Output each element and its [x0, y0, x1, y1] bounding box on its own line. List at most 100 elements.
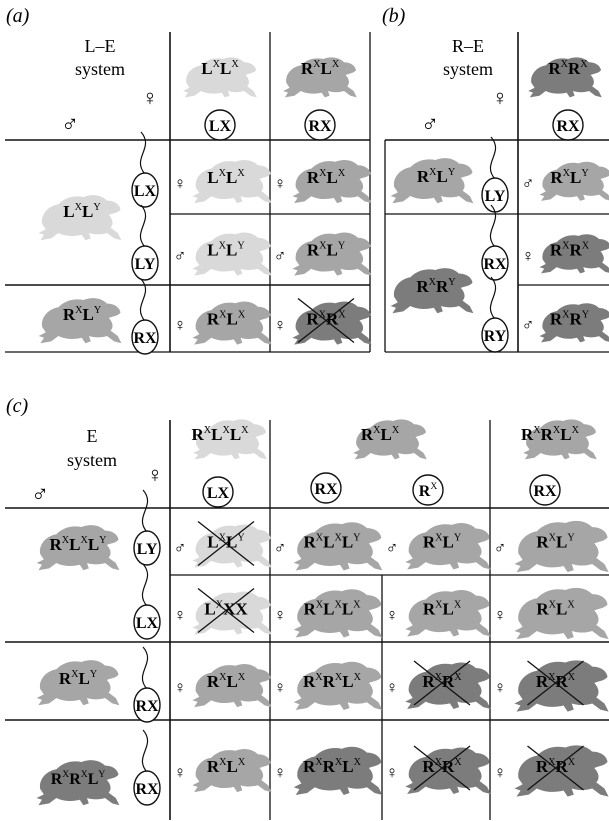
panel-a-male-gamete-0a-head — [131, 172, 159, 208]
panel-c-cell-1-3-sex: ♀ — [494, 606, 507, 625]
panel-a-male-gamete-0b-tail — [139, 204, 147, 248]
panel-c-male-genotype-2: RX​RX​LY​ — [51, 769, 106, 788]
panel-c-female-symbol: ♀ — [147, 462, 164, 487]
panel-c-male-symbol: ♂ — [31, 482, 49, 508]
panel-a-male-gamete-1-tail — [139, 278, 147, 322]
panel-a-cell-2-1-sex: ♀ — [274, 316, 287, 335]
panel-c-title-line2: system — [67, 450, 117, 470]
panel-c-female-genotype-0: RX​LX​LX​ — [191, 425, 249, 444]
panel-b-female-gamete-0-circle — [552, 109, 584, 141]
panel-a-cell-1-1-genotype: RX​LY​ — [307, 241, 346, 260]
panel-c-male-gamete-2-head — [133, 770, 161, 806]
panel-b-male-gamete-0-label: LY — [485, 188, 506, 205]
panel-c-female-gamete-1b-circle — [412, 474, 444, 506]
panel-b-male-frog-0 — [390, 158, 474, 204]
panel-b-cell-1-0-sex: ♀ — [522, 247, 535, 266]
panel-a-cell-2-0-genotype: RX​LX​ — [207, 310, 246, 329]
panel-a-female-gamete-1-label: RX — [308, 118, 332, 135]
panel-c-cell-1-1-genotype: RX​LX​LX​ — [303, 600, 361, 619]
panel-c-male-gamete-0b-label: LX — [136, 615, 159, 632]
panel-c-male-gamete-0a-tail — [141, 489, 149, 533]
panel-c-cell-0-2-genotype: RX​LY​ — [423, 533, 462, 552]
panel-c-cell-1-0-lethal-cross — [197, 587, 255, 634]
panel-c-cell-1-3-genotype: RX​LX​ — [536, 600, 575, 619]
panel-c-cell-1-1-sex: ♀ — [274, 606, 287, 625]
panel-b-cell-1-0-genotype: RX​RX​ — [550, 241, 590, 260]
panel-b-male-gamete-0-tail — [489, 136, 497, 180]
panel-a-cell-1-1-sex: ♂ — [274, 247, 287, 266]
panel-b-male-gamete-1a-tail — [489, 204, 497, 248]
panel-b-cell-0-0-sex: ♂ — [522, 174, 535, 193]
panel-c-cell-3-1-genotype: RX​RX​LX​ — [303, 757, 362, 776]
panel-b-male-gamete-1a-label: RX — [483, 256, 507, 273]
panel-b-male-symbol: ♂ — [421, 112, 439, 138]
panel-c-cell-1-2-sex: ♀ — [386, 606, 399, 625]
panel-a-male-gamete-1-head — [131, 319, 159, 355]
panel-c-title-line1: E — [87, 426, 98, 446]
panel-b-male-gamete-1a-head — [481, 245, 509, 281]
panel-a-female-symbol: ♀ — [142, 85, 159, 110]
panel-c-male-gamete-1-head — [133, 687, 161, 723]
panel-c-female-genotype-1: RX​LX​ — [361, 425, 400, 444]
panel-c-female-genotype-2: RX​RX​LX​ — [521, 425, 580, 444]
panel-c-cell-0-2-sex: ♂ — [386, 539, 399, 558]
panel-c-cell-2-3-genotype: RX​RX​ — [536, 672, 576, 691]
panel-a-male-gamete-0b-label: LY — [135, 256, 156, 273]
panel-b-male-gamete-1b-label: RY — [484, 328, 507, 345]
panel-c-cell-0-3-genotype: RX​LY​ — [536, 533, 575, 552]
panel-b-cell-0-0-genotype: RX​LY​ — [550, 168, 589, 187]
panel-c-cell-3-0-genotype: RX​LX​ — [207, 757, 246, 776]
panel-c-cell-0-1-sex: ♂ — [274, 539, 287, 558]
panel-c-female-gamete-2-label: RX — [533, 483, 557, 500]
panel-a-male-gamete-0b-head — [131, 245, 159, 281]
panel-a-female-gamete-1-circle — [304, 109, 336, 141]
panel-c-cell-2-2-sex: ♀ — [386, 678, 399, 697]
panel-c-cell-0-0-sex: ♂ — [174, 539, 187, 558]
panel-a-cell-1-0-sex: ♂ — [174, 247, 187, 266]
panel-b-male-gamete-1b-tail — [489, 276, 497, 320]
panel-a-cell-2-0-sex: ♀ — [174, 316, 187, 335]
panel-c-male-gamete-0b-head — [133, 604, 161, 640]
panel-c-cell-0-1-genotype: RX​LX​LY​ — [303, 533, 361, 552]
panel-b-cell-2-0-sex: ♂ — [522, 316, 535, 335]
panel-c-cell-3-2-lethal-cross — [413, 745, 471, 791]
panel-a-male-genotype-1: RX​LY​ — [63, 305, 102, 324]
panel-c-male-gamete-1-tail — [141, 646, 149, 690]
panel-a-title-line1: L–E — [85, 36, 116, 56]
panel-a-cell-1-0-genotype: LX​LY​ — [207, 241, 245, 260]
panel-c-male-genotype-0: RX​LX​LY​ — [49, 535, 107, 554]
panel-b-male-frog-1 — [390, 268, 474, 314]
panel-a-female-genotype-0: LX​LX​ — [201, 59, 239, 78]
panel-c-cell-2-1-genotype: RX​RX​LX​ — [303, 672, 362, 691]
panel-c-cell-2-3-lethal-cross — [527, 660, 584, 706]
panel-a-female-gamete-0-label: LX — [209, 118, 232, 135]
panel-c-male-gamete-0a-label: LY — [137, 541, 158, 558]
panel-c-male-gamete-0a-head — [133, 530, 161, 566]
panel-c-cell-3-0-sex: ♀ — [174, 763, 187, 782]
panel-a-female-genotype-1: RX​LX​ — [301, 59, 340, 78]
panel-b-female-symbol: ♀ — [492, 85, 509, 110]
panel-c-cell-1-0-genotype: LX​XX — [204, 600, 248, 619]
panel-a-male-gamete-1-label: RX — [133, 330, 157, 347]
panel-c-cell-0-0-genotype: LX​LY​ — [207, 533, 245, 552]
panel-a-male-genotype-0: LX​LY​ — [63, 202, 101, 221]
panel-c-male-gamete-2-tail — [141, 729, 149, 773]
panel-b-male-genotype-0: RX​LY​ — [417, 167, 456, 186]
panel-c-female-gamete-1b-label: RX​ — [419, 481, 438, 500]
panel-a-title-line2: system — [75, 59, 125, 79]
panel-b-male-genotype-1: RX​RY​ — [416, 277, 456, 296]
panel-a-cell-0-0-sex: ♀ — [174, 174, 187, 193]
panel-a-cell-0-1-genotype: RX​LX​ — [307, 168, 346, 187]
panel-b-cell-2-0-genotype: RX​RY​ — [550, 310, 590, 329]
panel-c-cell-3-2-sex: ♀ — [386, 763, 399, 782]
panel-b-title-line1: R–E — [452, 36, 484, 56]
panel-c-male-genotype-1: RX​LY​ — [59, 669, 98, 688]
panel-a-cell-0-1-sex: ♀ — [274, 174, 287, 193]
panel-c-female-gamete-0-label: LX — [207, 485, 230, 502]
panel-c-cell-1-0-sex: ♀ — [174, 606, 187, 625]
panel-b-label: (b) — [382, 5, 406, 27]
panel-c-cell-2-0-genotype: RX​LX​ — [207, 672, 246, 691]
panel-c-female-gamete-0-circle — [202, 476, 234, 508]
panel-b-title-line2: system — [443, 59, 493, 79]
